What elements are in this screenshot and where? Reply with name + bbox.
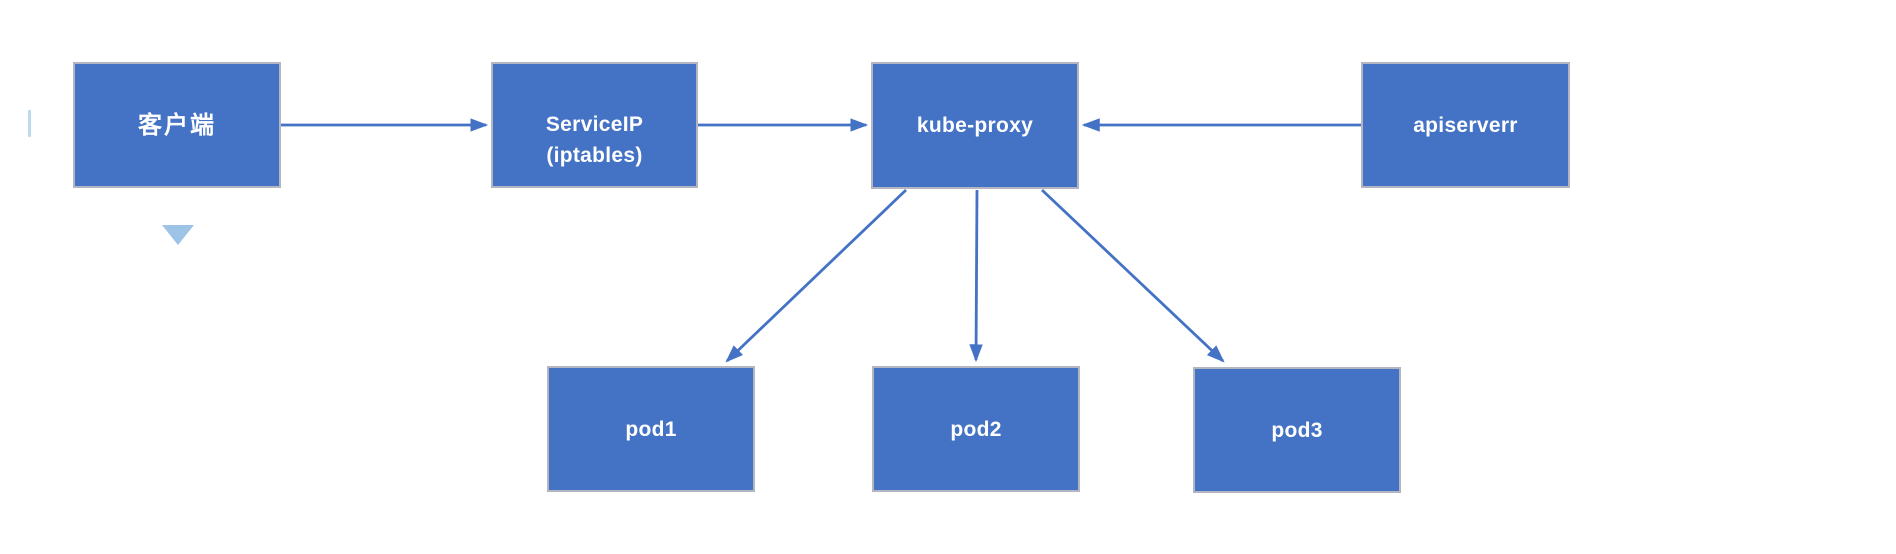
node-serviceip[interactable]: ServiceIP (iptables) xyxy=(491,62,698,188)
node-kubeproxy[interactable]: kube-proxy xyxy=(871,62,1079,189)
connector-kubeproxy-to-pod2 xyxy=(969,189,983,363)
connector-kubeproxy-to-pod1 xyxy=(725,188,907,363)
node-serviceip-label-line1: ServiceIP xyxy=(545,113,644,136)
connector-kubeproxy-to-pod3 xyxy=(1041,188,1225,363)
node-pod2-label: pod2 xyxy=(950,417,1002,441)
node-client[interactable]: 客户端 xyxy=(73,62,281,188)
collapse-triangle-icon[interactable] xyxy=(162,225,194,245)
node-apiserver-label: apiserverr xyxy=(1413,113,1518,137)
node-serviceip-label-line2: (iptables) xyxy=(546,144,643,167)
node-client-label: 客户端 xyxy=(138,111,216,139)
node-pod1-label: pod1 xyxy=(625,417,677,441)
node-pod2[interactable]: pod2 xyxy=(872,366,1080,492)
node-pod3-label: pod3 xyxy=(1271,418,1323,442)
node-kubeproxy-label: kube-proxy xyxy=(916,114,1034,137)
left-tick-mark xyxy=(28,110,31,137)
node-pod3[interactable]: pod3 xyxy=(1193,367,1401,493)
node-pod1[interactable]: pod1 xyxy=(547,366,755,492)
node-apiserver[interactable]: apiserverr xyxy=(1361,62,1570,188)
